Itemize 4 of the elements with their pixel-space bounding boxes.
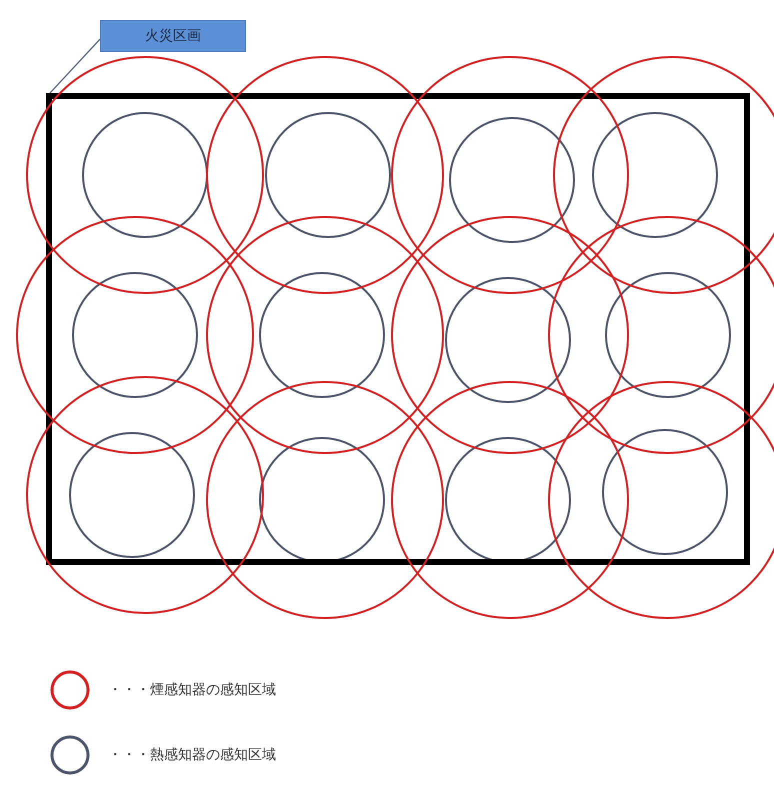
label-box: 火災区画	[100, 20, 246, 52]
legend-label: ・・・熱感知器の感知区域	[108, 746, 276, 764]
legend-label: ・・・煙感知器の感知区域	[108, 681, 276, 699]
leader-line	[50, 38, 100, 94]
